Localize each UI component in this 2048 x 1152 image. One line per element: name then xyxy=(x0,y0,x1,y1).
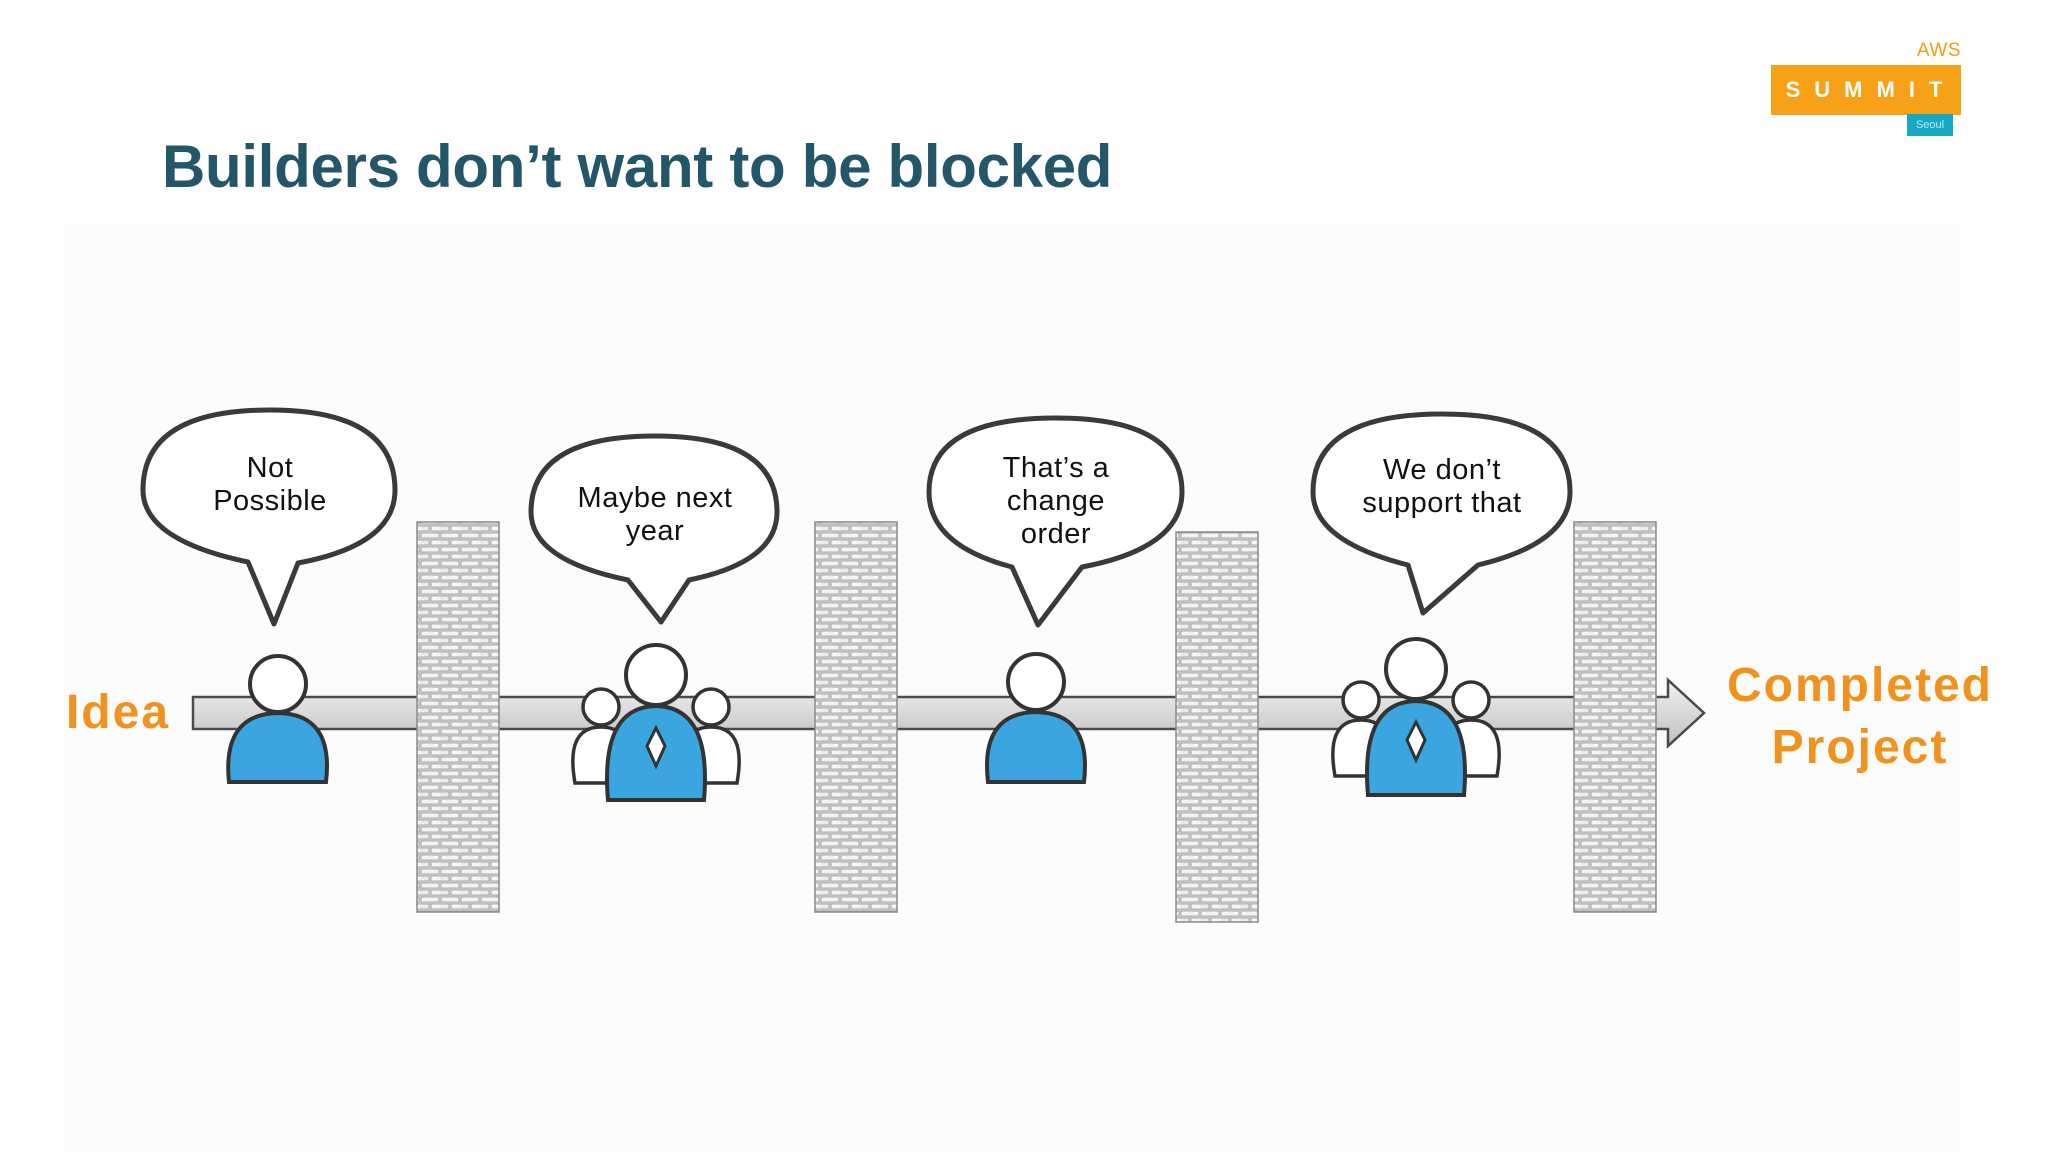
group-with-manager-icon xyxy=(1331,637,1501,797)
end-label-line: Completed xyxy=(1726,659,1993,712)
bubble-line: year xyxy=(625,515,685,547)
bubble-line: We don’t xyxy=(1383,454,1501,486)
bubble-line: That’s a xyxy=(1002,452,1110,484)
single-person-icon xyxy=(226,654,329,784)
end-label-line: Project xyxy=(1771,721,1949,774)
speech-bubble-2 xyxy=(528,433,780,625)
speech-bubble-3 xyxy=(926,415,1185,628)
end-label: Completed Project xyxy=(1700,655,2020,779)
bubble-line: support that xyxy=(1362,487,1522,519)
bubble-text-2: Maybe next year xyxy=(540,482,770,548)
speech-bubble-4 xyxy=(1310,411,1573,616)
bubble-text-4: We don’t support that xyxy=(1322,454,1562,520)
brick-wall-3 xyxy=(1175,531,1259,923)
bubble-line: order xyxy=(1020,518,1092,550)
aws-summit-logo: AWS SUMMIT Seoul xyxy=(1769,36,1961,136)
logo-event: SUMMIT xyxy=(1771,65,1961,115)
brick-wall-2 xyxy=(814,521,898,913)
speech-bubble-1 xyxy=(140,407,398,627)
bubble-text-3: That’s a change order xyxy=(945,452,1167,551)
start-label: Idea xyxy=(65,686,171,739)
bubble-line: Maybe next xyxy=(577,482,733,514)
bubble-line: change xyxy=(1006,485,1106,517)
bubble-line: Possible xyxy=(213,485,327,517)
logo-location: Seoul xyxy=(1907,114,1953,136)
brick-wall-1 xyxy=(416,521,500,913)
slide-title: Builders don’t want to be blocked xyxy=(162,133,1113,200)
brick-wall-4 xyxy=(1573,521,1657,913)
single-person-icon xyxy=(985,652,1087,784)
logo-brand: AWS xyxy=(1916,40,1961,61)
group-with-manager-icon xyxy=(571,643,741,802)
bubble-text-1: Not Possible xyxy=(170,452,370,518)
bubble-line: Not xyxy=(246,452,294,484)
